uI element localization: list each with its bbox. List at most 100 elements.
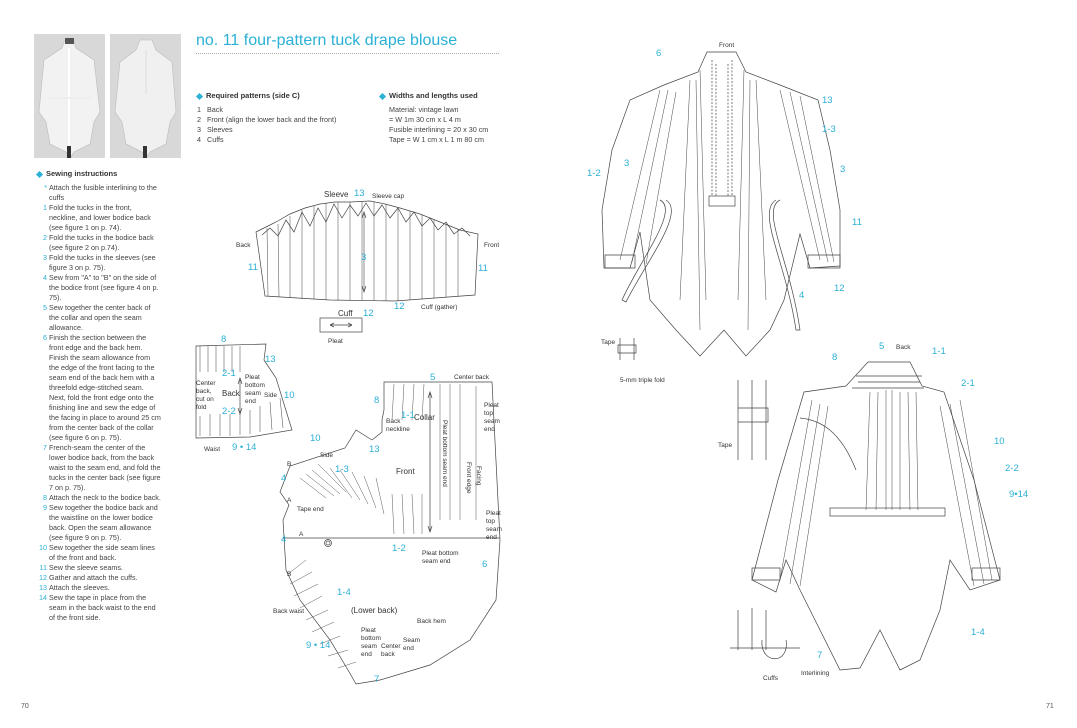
point-a-bottom: A — [299, 531, 304, 538]
blouse-front-photo-icon — [34, 34, 105, 158]
back-view-drawing — [730, 361, 1001, 671]
center-back-fold-label: Center back, cut on fold — [196, 380, 216, 411]
front-step-4-top: 4 — [281, 473, 287, 484]
front-step-1-1: 1-1 — [401, 410, 415, 421]
title-divider — [196, 53, 499, 54]
back-side-label: Side — [264, 392, 278, 399]
bv-step-9-14: 9•14 — [1009, 489, 1029, 500]
diamond-bullet-icon — [195, 92, 204, 100]
page-title: no. 11 four-pattern tuck drape blouse — [196, 32, 458, 49]
bv-step-7: 7 — [817, 650, 823, 661]
fv-step-1-3: 1-3 — [822, 124, 836, 135]
back-piece-label: Back — [222, 389, 240, 398]
back-neckline-label: Back neckline — [386, 418, 410, 433]
bv-step-2-2: 2-2 — [1005, 463, 1019, 474]
photo-back — [110, 34, 181, 158]
fv-step-3-right: 3 — [840, 164, 846, 175]
fv-step-3-left: 3 — [624, 158, 630, 169]
pleat-bottom-label: Pleat bottom seam end — [422, 550, 459, 565]
widths-line: Fusible interlining = 20 x 30 cm — [389, 125, 489, 134]
tape-end-label: Tape end — [297, 506, 324, 513]
blouse-back-photo-icon — [110, 34, 181, 158]
front-side-label: Side — [320, 452, 334, 459]
waist-label: Waist — [204, 446, 221, 453]
widths-line: Tape = W 1 cm x L 1 m 80 cm — [389, 135, 484, 144]
seam-end-label: Seam end — [403, 637, 420, 652]
required-patterns-heading: Required patterns (side C) — [195, 91, 300, 100]
diamond-bullet-icon — [35, 170, 44, 178]
point-a-top: A — [287, 497, 292, 504]
fv-step-6: 6 — [656, 48, 662, 59]
bv-step-8: 8 — [832, 352, 838, 363]
cuff-gather-label: Cuff (gather) — [421, 304, 458, 311]
back-step-9-14: 9 • 14 — [232, 442, 257, 453]
widths-heading: Widths and lengths used — [378, 91, 478, 100]
center-back-label-2: Center back — [381, 643, 401, 658]
sleeve-back-label: Back — [236, 242, 251, 249]
front-step-6: 6 — [482, 559, 488, 570]
front-step-1-2: 1-2 — [392, 543, 406, 554]
pleat-bottom-label-2: Pleat bottom seam end — [361, 627, 381, 658]
bv-step-2-1: 2-1 — [961, 378, 975, 389]
widths-line: Material: vintage lawn — [389, 105, 459, 114]
front-step-13: 13 — [369, 444, 380, 455]
facing-label: Facing — [475, 466, 482, 486]
back-step-2-2: 2-2 — [222, 406, 236, 417]
front-step-1-4: 1-4 — [337, 587, 351, 598]
pleat-top-label-1: Pleat top seam end — [484, 402, 500, 433]
front-step-5: 5 — [430, 372, 436, 383]
bv-tape-label: Tape — [718, 442, 733, 449]
front-view-title: Front — [719, 42, 735, 49]
point-b-top: B — [287, 461, 292, 468]
front-step-1-3: 1-3 — [335, 464, 349, 475]
sewing-instructions-list: *Attach the fusible interlining to the c… — [37, 183, 162, 623]
fv-step-1-2: 1-2 — [587, 168, 601, 179]
sleeve-step-3: 3 — [361, 252, 367, 263]
back-view-title: Back — [896, 344, 911, 351]
pleat-top-label-2: Pleat top seam end — [486, 510, 502, 541]
back-pleat-label: Pleat bottom seam end — [245, 374, 265, 405]
triple-fold-label: 5-mm triple fold — [620, 377, 665, 384]
interlining-label: Interlining — [801, 670, 830, 677]
back-step-2-1: 2-1 — [222, 368, 236, 379]
sleeve-front-label: Front — [484, 242, 500, 249]
point-b-bottom: B — [287, 571, 292, 578]
front-step-4-bottom: 4 — [281, 534, 287, 545]
fv-step-13: 13 — [822, 95, 833, 106]
front-step-10: 10 — [310, 433, 321, 444]
lower-back-label: (Lower back) — [351, 606, 398, 615]
cuff-step-12: 12 — [363, 308, 374, 319]
front-step-9-14: 9 • 14 — [306, 640, 331, 651]
bv-step-1-4: 1-4 — [971, 627, 985, 638]
bv-step-1-1: 1-1 — [932, 346, 946, 357]
fv-tape-label: Tape — [601, 339, 616, 346]
sleeve-cap-label: Sleeve cap — [372, 193, 405, 200]
sleeve-step-13: 13 — [354, 188, 365, 199]
front-edge-label: Front edge — [465, 462, 472, 494]
front-center-back-label: Center back — [454, 374, 490, 381]
widths-line: = W 1m 30 cm x L 4 m — [389, 115, 461, 124]
diamond-bullet-icon — [378, 92, 387, 100]
cuffs-label: Cuffs — [763, 675, 779, 682]
page-number-right: 71 — [1046, 703, 1054, 710]
back-step-8: 8 — [221, 334, 227, 345]
page-number-left: 70 — [21, 703, 29, 710]
pleat-bottom-vertical-label: Pleat bottom seam end — [441, 420, 448, 487]
front-view-drawing — [601, 51, 841, 360]
